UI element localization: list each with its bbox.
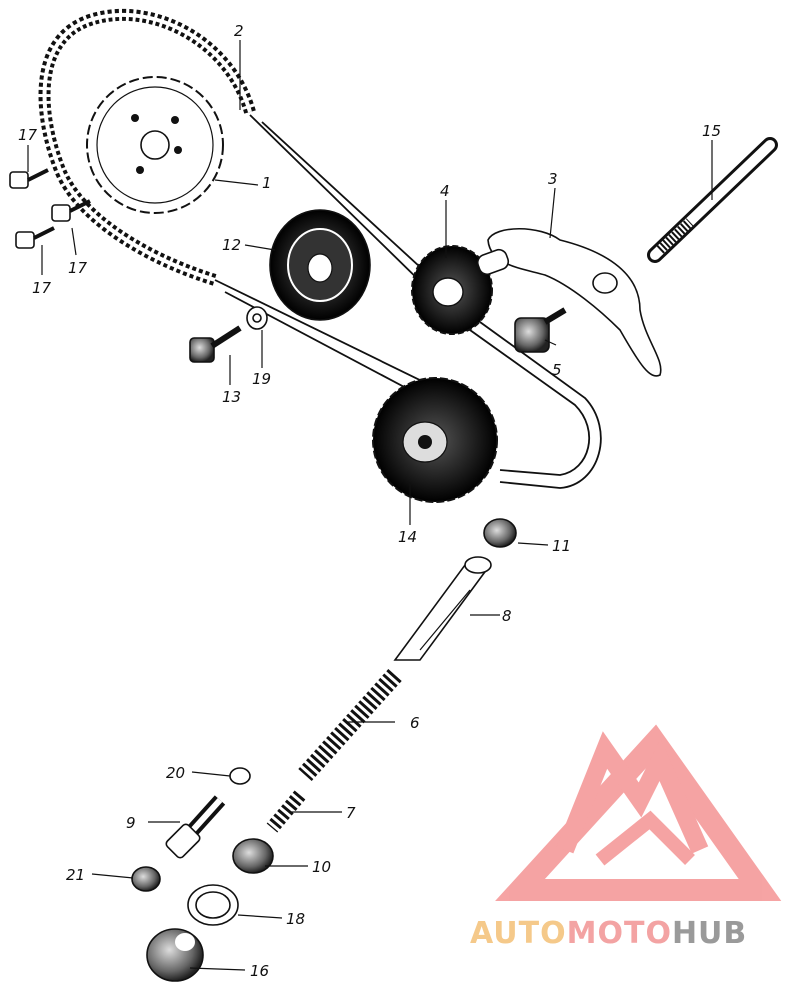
watermark-auto: AUTO (470, 916, 567, 951)
label-11: 11 (552, 537, 571, 555)
tensioner-roller (269, 209, 371, 321)
washer-19 (246, 306, 268, 330)
label-8: 8 (502, 607, 512, 625)
label-13: 13 (222, 388, 241, 406)
label-6: 6 (410, 714, 420, 732)
spring-7 (266, 790, 306, 833)
label-12: 12 (222, 236, 241, 254)
tensioner-arm (476, 227, 662, 377)
label-3: 3 (548, 170, 558, 188)
lower-sprocket (372, 377, 498, 503)
bolt-17-left (15, 226, 55, 249)
label-1: 1 (262, 174, 272, 192)
o-ring-20 (229, 767, 251, 785)
label-17-left: 17 (32, 279, 52, 297)
label-19: 19 (252, 370, 271, 388)
nut-21 (131, 866, 161, 892)
label-18: 18 (286, 910, 305, 928)
watermark-logo (495, 724, 782, 901)
bolt-17-top (9, 168, 49, 189)
label-16: 16 (250, 962, 269, 980)
label-17-right: 17 (68, 259, 88, 277)
cap-11 (483, 518, 517, 548)
pivot-bolt (514, 307, 567, 353)
label-20: 20 (166, 764, 185, 782)
bolt-13 (189, 325, 242, 363)
nut-10 (232, 838, 274, 874)
part-labels: 1 2 3 4 5 6 7 8 9 10 11 12 13 14 15 16 1… (18, 22, 721, 980)
watermark-hub: HUB (672, 916, 747, 951)
guide-sprocket (411, 245, 493, 335)
cam-sprocket (86, 76, 224, 214)
spring-6 (298, 668, 402, 782)
push-rod (393, 556, 492, 661)
label-9: 9 (126, 814, 136, 832)
leader-lines (27, 40, 713, 971)
bolt-17-right (51, 199, 91, 222)
label-7: 7 (346, 804, 356, 822)
label-4: 4 (440, 182, 450, 200)
label-17-top: 17 (18, 126, 38, 144)
plug-16 (146, 928, 204, 982)
watermark-text: AUTOMOTOHUB (470, 916, 747, 951)
watermark-moto: MOTO (567, 916, 672, 951)
label-2: 2 (234, 22, 244, 40)
label-10: 10 (312, 858, 331, 876)
stud-bolt (165, 795, 226, 859)
label-15: 15 (702, 122, 721, 140)
washer-18 (187, 884, 239, 926)
label-21: 21 (66, 866, 85, 884)
label-14: 14 (398, 528, 417, 546)
label-5: 5 (552, 361, 562, 379)
